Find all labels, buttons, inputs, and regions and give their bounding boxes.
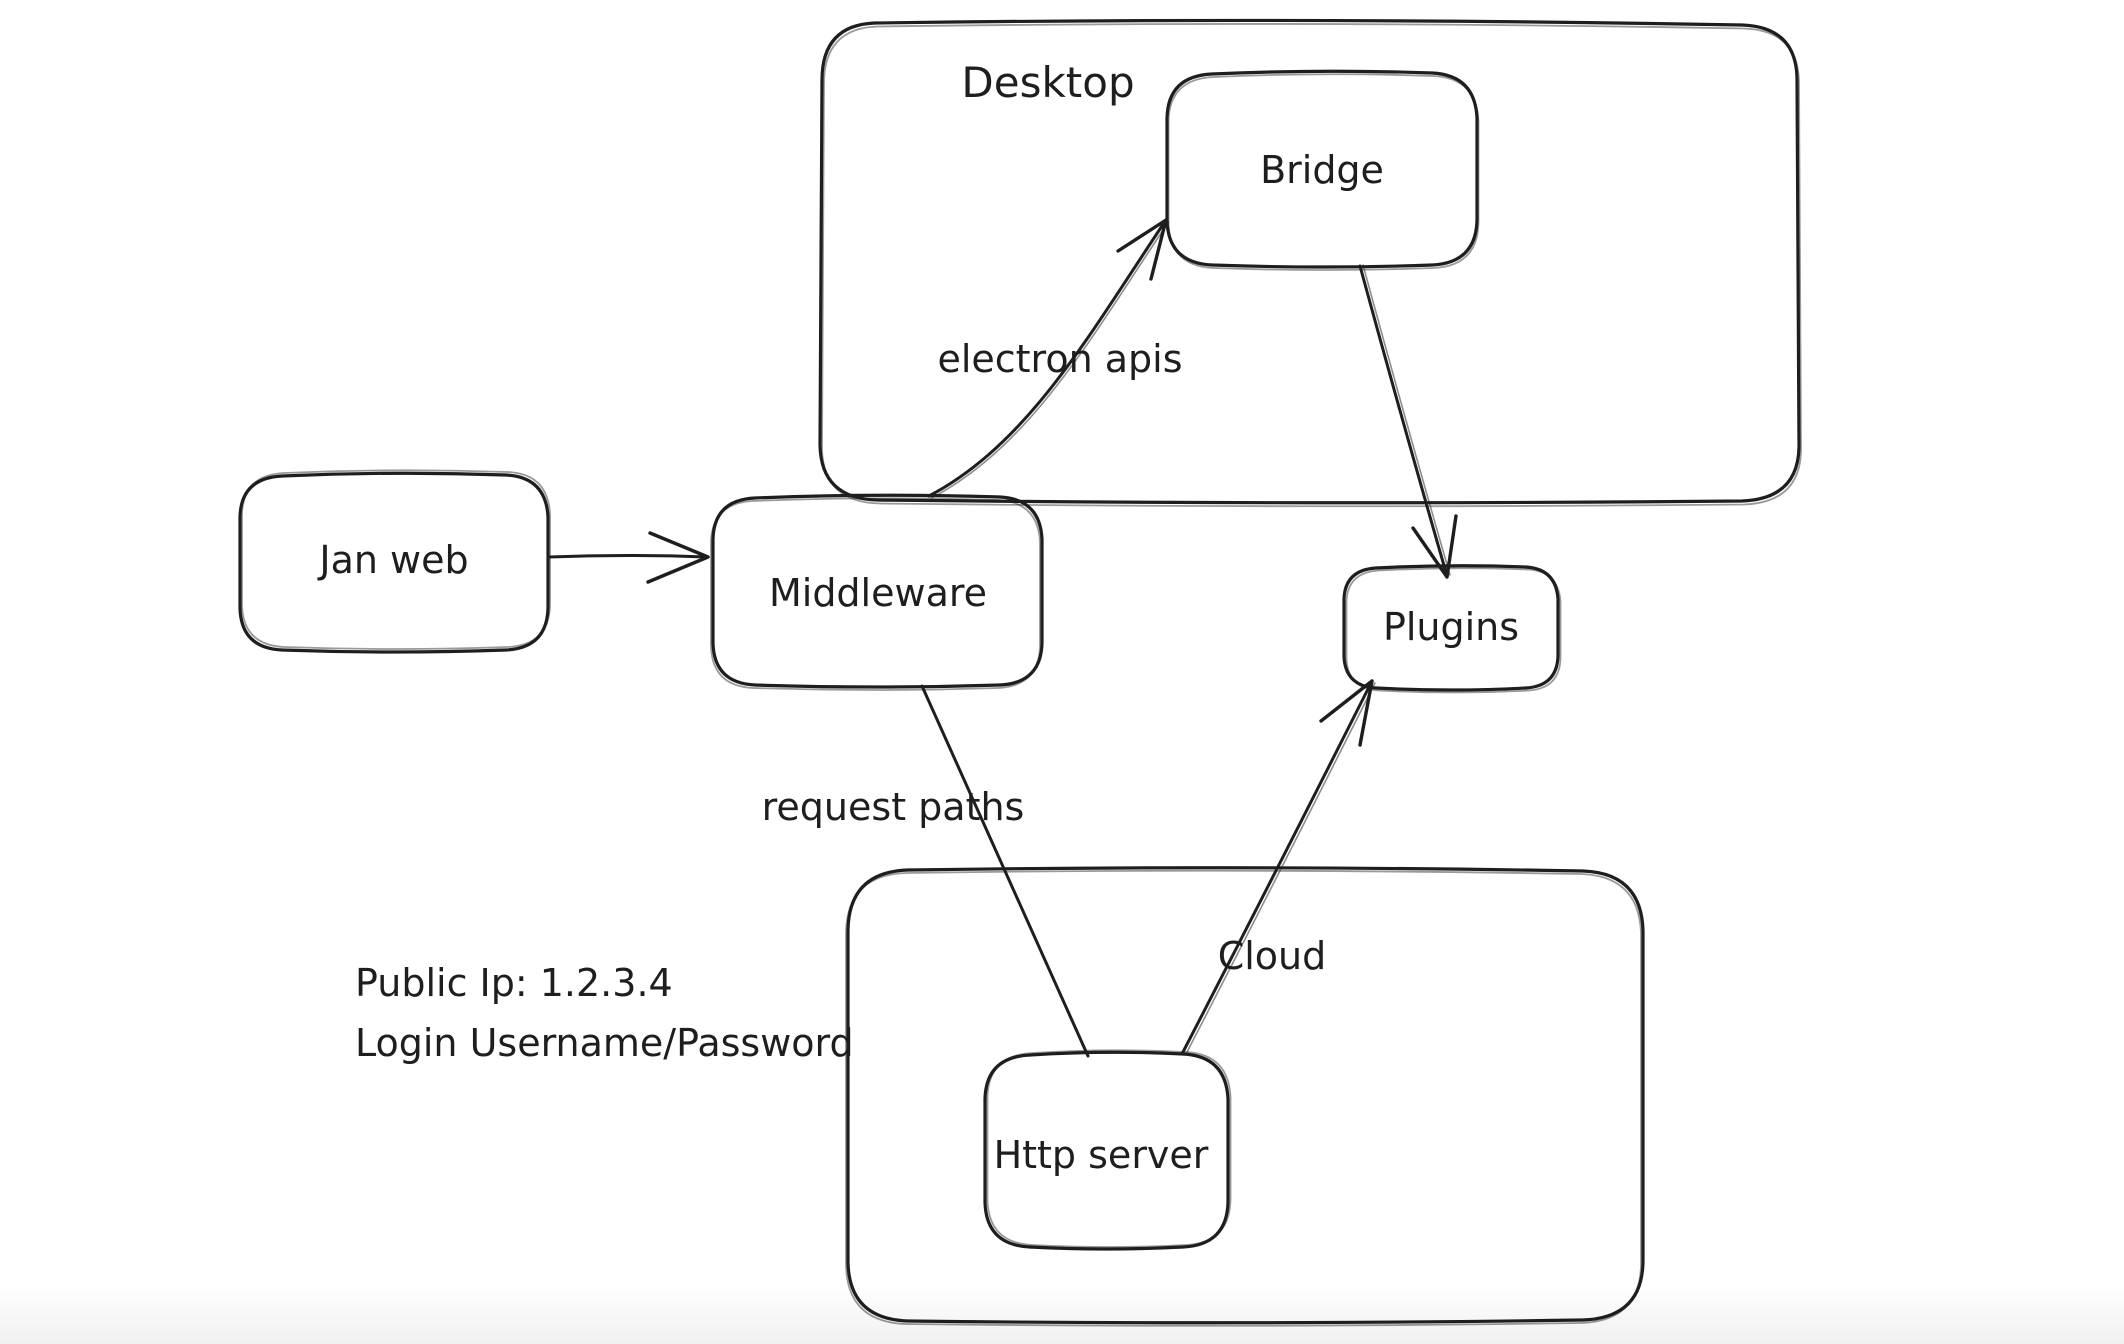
edge-middleware-to-bridge[interactable]: electron apis: [927, 218, 1183, 499]
edge-middleware-to-httpserver-line[interactable]: [920, 684, 1090, 1058]
node-http-server-outline-ghost: [986, 1049, 1232, 1248]
desktop-container-outline[interactable]: [818, 18, 1801, 505]
node-middleware[interactable]: Middleware: [710, 493, 1044, 691]
edge-httpserver-to-plugins-arrowhead: [1319, 679, 1374, 747]
node-bridge[interactable]: Bridge: [1165, 69, 1480, 271]
annotation-login[interactable]: Login Username/Password: [355, 1021, 854, 1065]
edge-janweb-to-middleware-line[interactable]: [547, 554, 709, 559]
node-jan-web-label[interactable]: Jan web: [317, 538, 468, 582]
edge-middleware-to-bridge-line[interactable]: [927, 218, 1168, 498]
node-plugins-outline[interactable]: [1342, 564, 1560, 692]
node-plugins-label[interactable]: Plugins: [1383, 605, 1519, 649]
edge-bridge-to-plugins[interactable]: [1358, 264, 1458, 579]
edge-middleware-to-bridge-line-ghost: [930, 221, 1170, 499]
node-jan-web-outline-ghost: [241, 469, 551, 650]
cloud-container-outline-ghost: [845, 869, 1642, 1327]
node-jan-web-outline[interactable]: [238, 471, 550, 654]
edge-janweb-to-middleware-arrowhead: [646, 531, 710, 584]
cloud-container-outline[interactable]: [846, 866, 1645, 1325]
node-http-server-label[interactable]: Http server: [994, 1133, 1209, 1177]
edge-label-request-paths[interactable]: request paths: [762, 785, 1025, 829]
node-bridge-outline[interactable]: [1165, 69, 1479, 269]
node-http-server[interactable]: Http server: [983, 1049, 1232, 1251]
node-plugins[interactable]: Plugins: [1342, 564, 1562, 694]
desktop-container[interactable]: Desktop: [818, 18, 1802, 508]
edge-bridge-to-plugins-line-ghost: [1362, 264, 1451, 576]
node-bridge-label[interactable]: Bridge: [1260, 148, 1384, 192]
edge-middleware-to-bridge-arrowhead: [1116, 218, 1168, 281]
edge-label-electron-apis[interactable]: electron apis: [937, 337, 1182, 381]
node-http-server-outline[interactable]: [983, 1050, 1230, 1251]
node-jan-web[interactable]: Jan web: [238, 469, 551, 654]
node-middleware-label[interactable]: Middleware: [769, 571, 987, 615]
edge-bridge-to-plugins-line[interactable]: [1358, 264, 1449, 578]
edge-middleware-to-httpserver[interactable]: request paths: [762, 684, 1090, 1058]
annotation-credentials[interactable]: Public Ip: 1.2.3.4 Login Username/Passwo…: [355, 961, 854, 1065]
edge-httpserver-to-plugins-line[interactable]: [1181, 679, 1374, 1054]
edge-httpserver-to-plugins-line-ghost: [1185, 682, 1376, 1055]
edge-httpserver-to-plugins[interactable]: [1181, 679, 1376, 1055]
node-middleware-outline-ghost: [710, 497, 1041, 691]
node-middleware-outline[interactable]: [711, 493, 1044, 689]
node-plugins-outline-ghost: [1345, 567, 1562, 694]
edge-janweb-to-middleware[interactable]: [547, 531, 710, 584]
cloud-container[interactable]: [845, 866, 1645, 1327]
annotation-public-ip[interactable]: Public Ip: 1.2.3.4: [355, 961, 673, 1005]
desktop-container-label[interactable]: Desktop: [961, 58, 1134, 107]
cloud-container-label[interactable]: Cloud: [1218, 934, 1327, 978]
